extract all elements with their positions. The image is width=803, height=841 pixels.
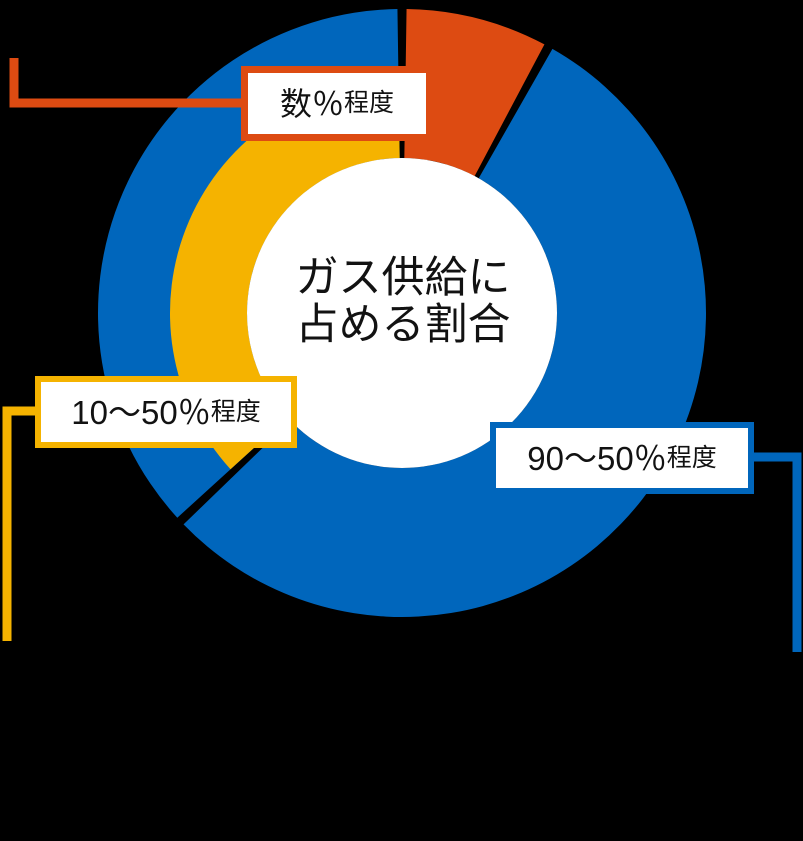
callout-box-right: 90〜50％程度: [490, 422, 754, 494]
callout-left-suffix: 程度: [210, 397, 261, 426]
callout-top-value: 数％: [279, 85, 344, 122]
callout-right-value: 90〜50％: [527, 439, 667, 477]
pie-slice-yellow: [170, 81, 400, 470]
callout-top-suffix: 程度: [344, 89, 395, 117]
pie-slice-orange: [404, 9, 545, 177]
leader-line-top: [9, 58, 248, 108]
callout-box-left: 10〜50％程度: [35, 376, 297, 448]
donut-hole: [247, 158, 557, 468]
callout-right-suffix: 程度: [666, 443, 717, 472]
callout-left-value: 10〜50％: [71, 393, 211, 431]
leader-line-right: [748, 452, 802, 652]
leader-line-left: [2, 406, 41, 641]
callout-box-top: 数％程度: [241, 66, 433, 141]
